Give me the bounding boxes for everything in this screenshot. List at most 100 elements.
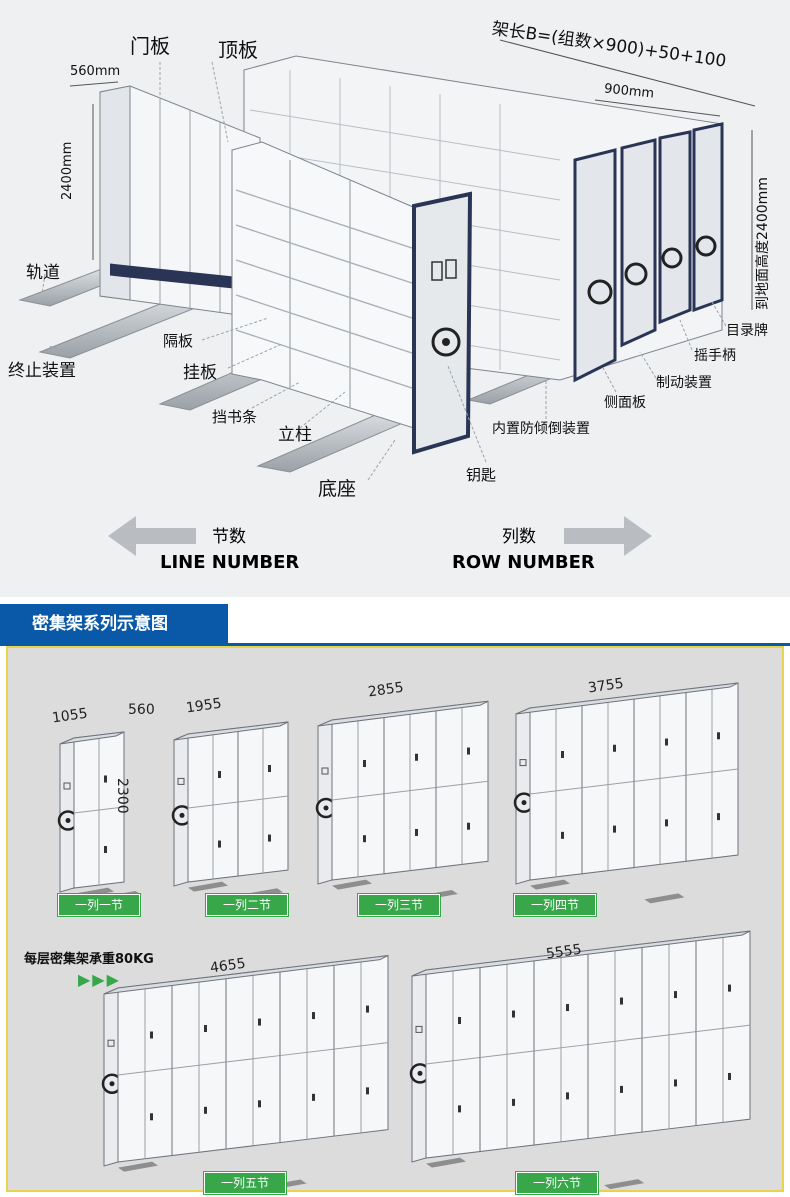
door-lock-icon: [512, 1098, 515, 1106]
door-lock-icon: [458, 1105, 461, 1113]
door-lock-icon: [218, 840, 221, 848]
hanging-board-label: 挂板: [183, 363, 217, 383]
tag-6-section: 一列六节: [516, 1172, 598, 1194]
door-lock-icon: [561, 831, 564, 839]
label-slot: [415, 1025, 423, 1033]
section-divider: [0, 643, 790, 646]
line-number-cn: 节数: [212, 527, 246, 547]
door-lock-icon: [218, 771, 221, 778]
direction-arrows: [108, 516, 652, 556]
door-lock-icon: [312, 1093, 315, 1101]
door-lock-icon: [512, 1010, 515, 1018]
door-split-h: [641, 1031, 697, 1039]
door-split-h: [117, 1068, 173, 1076]
door-lock-icon: [561, 751, 564, 758]
handwheel-hub: [65, 818, 71, 823]
top-cap: [411, 930, 751, 977]
door-lock-icon: [204, 1025, 207, 1033]
door-split-h: [73, 806, 125, 814]
door-lock-icon: [150, 1113, 153, 1121]
door-lock-icon: [467, 747, 470, 755]
cabinet-row-6: [409, 930, 751, 1190]
right-arrow-icon: [564, 516, 652, 556]
door-lock-icon: [312, 1012, 315, 1020]
mobile-shelving-illustration: [18, 39, 756, 481]
stop-device-label: 终止装置: [8, 361, 76, 381]
door-split-h: [479, 1050, 535, 1059]
partition-label: 隔板: [163, 332, 194, 350]
handwheel-hub: [179, 812, 185, 818]
load-arrows-icon: ▶▶▶: [78, 970, 121, 989]
cabinet-series-drawing: [57, 682, 751, 1190]
label-slot: [107, 1039, 115, 1047]
base-label: 底座: [318, 478, 357, 500]
door-lock-icon: [566, 1092, 569, 1100]
track-shadow: [530, 879, 570, 890]
cabinet-row-1: [57, 731, 142, 901]
book-stop-label: 挡书条: [212, 408, 258, 426]
top-cap: [103, 955, 389, 995]
depth-dimension-label: 560mm: [70, 64, 121, 79]
track-shadow: [426, 1157, 466, 1168]
door-split-h: [333, 1042, 389, 1050]
door-panel-label: 门板: [130, 34, 170, 58]
door-lock-icon: [204, 1106, 207, 1114]
door-split-h: [695, 1024, 751, 1033]
single-height-dim: 2300: [114, 778, 130, 814]
door-lock-icon: [150, 1031, 153, 1039]
column-label: 立柱: [278, 425, 312, 445]
callout-leaders: [41, 61, 727, 481]
track-label: 轨道: [26, 263, 60, 283]
door-split-h: [237, 795, 289, 803]
door-lock-icon: [258, 1018, 261, 1026]
label-slot: [63, 782, 71, 790]
top-panel-label: 顶板: [218, 38, 258, 62]
door-split-h: [279, 1048, 335, 1057]
track-shadow: [604, 1179, 645, 1190]
dimension-lines: [69, 39, 756, 310]
door-lock-icon: [366, 1087, 369, 1095]
load-capacity-note: 每层密集架承重80KG: [24, 952, 154, 967]
section-title: 密集架系列示意图: [0, 604, 228, 644]
door-lock-icon: [728, 984, 731, 992]
door-lock-icon: [620, 1085, 623, 1093]
door-lock-icon: [415, 753, 418, 761]
door-split-h: [187, 801, 239, 809]
door-lock-icon: [104, 775, 107, 783]
door-lock-icon: [366, 1005, 369, 1013]
left-arrow-icon: [108, 516, 196, 556]
key-label: 钥匙: [466, 466, 497, 484]
label-slot: [321, 767, 329, 775]
track-shadow: [332, 879, 372, 890]
cabinet-row-5: [101, 955, 389, 1190]
side-panel-label: 侧面板: [604, 395, 646, 411]
door-lock-icon: [363, 835, 366, 843]
catalog-plate-label: 目录牌: [726, 323, 768, 339]
row-number-cn: 列数: [502, 527, 536, 547]
top-cap: [173, 721, 289, 741]
tag-2-section: 一列二节: [206, 894, 288, 916]
track-shadow: [644, 893, 685, 904]
row-number-en: ROW NUMBER: [452, 552, 595, 573]
top-cap: [317, 700, 489, 727]
top-cap: [59, 731, 125, 745]
label-slot: [177, 777, 185, 785]
track-shadow: [188, 881, 228, 892]
door-lock-icon: [665, 738, 668, 746]
single-depth-dim: 560: [128, 702, 155, 718]
door-split-h: [633, 774, 687, 783]
door-split-h: [581, 781, 635, 789]
tag-5-section: 一列五节: [204, 1172, 286, 1194]
door-split-h: [435, 780, 489, 789]
door-split-h: [425, 1057, 481, 1065]
door-lock-icon: [268, 834, 271, 842]
door-split-h: [685, 768, 739, 776]
cabinet-row-4: [513, 682, 739, 904]
door-split-h: [225, 1055, 281, 1063]
door-lock-icon: [467, 822, 470, 830]
door-lock-icon: [363, 760, 366, 767]
door-split-h: [383, 787, 437, 795]
door-split-h: [171, 1061, 227, 1070]
tag-1-section: 一列一节: [58, 894, 140, 916]
door-lock-icon: [268, 765, 271, 772]
